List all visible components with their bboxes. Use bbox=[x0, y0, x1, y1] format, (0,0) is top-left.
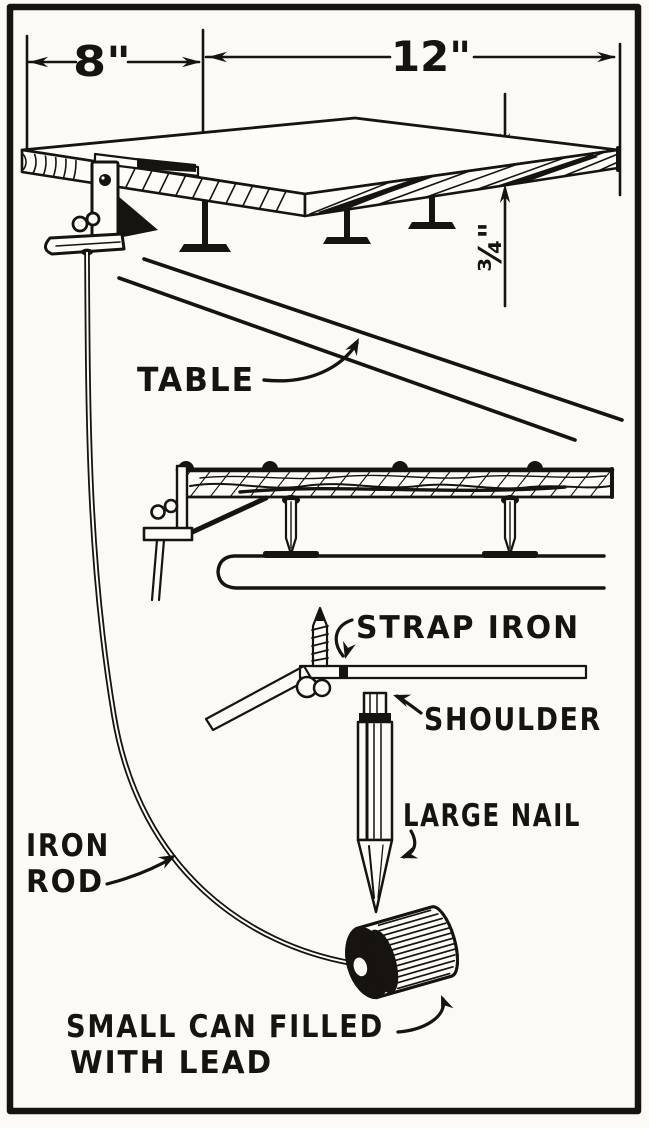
board-leg bbox=[179, 200, 231, 252]
board-leg bbox=[323, 209, 371, 244]
dimension-thickness: ¾" bbox=[473, 92, 511, 308]
large-nail-callout: LARGE NAIL bbox=[397, 798, 581, 865]
clamp-bracket bbox=[44, 152, 200, 256]
dimension-12: 12" bbox=[204, 32, 622, 197]
screw-head-icon bbox=[262, 461, 278, 469]
large-nail bbox=[356, 691, 394, 914]
side-view bbox=[142, 461, 615, 602]
iron-rod-leader-line bbox=[105, 856, 174, 886]
screw-head-icon bbox=[392, 461, 408, 469]
table-slab bbox=[216, 554, 606, 590]
side-clamp bbox=[142, 464, 269, 602]
can-hatch bbox=[377, 909, 456, 990]
lead-can bbox=[345, 905, 459, 1000]
dim-thickness-label: ¾" bbox=[473, 222, 509, 272]
border-frame bbox=[6, 3, 642, 1115]
rod-hole bbox=[353, 957, 368, 977]
can-leader-arrow-icon bbox=[434, 992, 454, 1014]
iron-rod bbox=[84, 249, 354, 966]
iron-rod-callout: IRON ROD bbox=[26, 828, 180, 900]
table-callout: TABLE bbox=[137, 334, 365, 399]
table-label: TABLE bbox=[137, 360, 255, 399]
screw-icon bbox=[295, 606, 332, 699]
board-perspective bbox=[20, 116, 620, 256]
strap-iron-detail bbox=[204, 606, 588, 914]
table-edge-lines bbox=[117, 257, 624, 442]
dim-12-label: 12" bbox=[391, 32, 471, 81]
iron-rod-label-line2: ROD bbox=[26, 864, 104, 900]
shoulder-label: SHOULDER bbox=[424, 702, 602, 738]
shoulder-callout: SHOULDER bbox=[390, 688, 602, 738]
iron-rod-label-line1: IRON bbox=[26, 828, 110, 864]
strap-iron-leader-line bbox=[334, 618, 354, 658]
can-label-line2: WITH LEAD bbox=[70, 1045, 273, 1081]
board-leg bbox=[408, 196, 456, 229]
strap-iron-label: STRAP IRON bbox=[356, 610, 580, 646]
screw-head-icon bbox=[527, 461, 543, 469]
can-label-line1: SMALL CAN FILLED bbox=[66, 1009, 384, 1045]
can-callout: SMALL CAN FILLED WITH LEAD bbox=[66, 992, 454, 1081]
strap-iron-callout: STRAP IRON bbox=[334, 610, 580, 661]
can-leader-line bbox=[396, 997, 445, 1034]
table-leader-line bbox=[262, 341, 359, 383]
large-nail-label: LARGE NAIL bbox=[403, 798, 581, 834]
dim-8-label: 8" bbox=[73, 37, 131, 86]
